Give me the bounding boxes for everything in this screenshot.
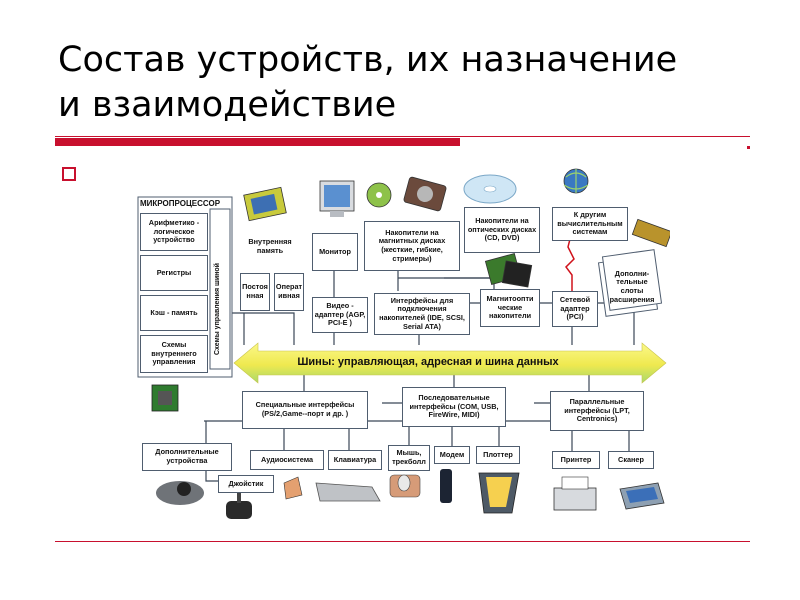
plotter-icon — [478, 472, 520, 514]
modem-icon — [440, 469, 452, 503]
pc-architecture-diagram: МИКРОПРОЦЕССОР Схемы управления шиной Ар… — [134, 163, 670, 537]
cpu-bus-control-label: Схемы управления шиной — [214, 263, 221, 355]
expansion-slots-icon — [597, 249, 663, 317]
printer-icon — [553, 476, 597, 511]
title-line-1: Состав устройств, их назначение — [58, 40, 678, 80]
globe-network-icon — [563, 168, 589, 194]
serial-interfaces-box: Последовательные интерфейсы (COM, USB, F… — [402, 387, 506, 427]
drive-interfaces-box: Интерфейсы для подключения накопителей (… — [374, 293, 470, 335]
internal-memory: Внутренняя память — [238, 229, 302, 265]
magnetic-drives-box: Накопители на магнитных дисках (жесткие,… — [364, 221, 460, 271]
cpu-bus-control-box — [209, 208, 231, 370]
video-adapter-box: Видео - адаптер (AGP, PCI-E ) — [312, 297, 368, 333]
title-underline-thin — [55, 136, 750, 137]
additional-devices-box: Дополнительные устройства — [142, 443, 232, 471]
bottom-divider — [55, 541, 750, 542]
keyboard-box: Клавиатура — [328, 450, 382, 470]
cpu-alu: Арифметико - логическое устройство — [140, 213, 208, 251]
title-underline-bar — [55, 138, 460, 146]
slide-title: Состав устройств, их назначение и взаимо… — [58, 38, 778, 128]
monitor-icon — [319, 180, 355, 217]
optical-drives-box: Накопители на оптических дисках (CD, DVD… — [464, 207, 540, 253]
modem-box: Модем — [434, 446, 470, 464]
computer-case-icon — [243, 186, 287, 222]
microchip-icon — [151, 384, 179, 412]
magneto-optical-box: Магнитоопти ческие накопители — [480, 289, 540, 327]
parallel-interfaces-box: Параллельные интерфейсы (LPT, Centronics… — [550, 391, 644, 431]
other-systems-box: К другим вычислительным системам — [552, 207, 628, 241]
mouse-box: Мышь, трекболл — [388, 445, 430, 471]
system-bus-label: Шины: управляющая, адресная и шина данны… — [297, 356, 559, 368]
disk-icon — [366, 182, 392, 208]
cd-icon — [463, 174, 517, 204]
speaker-icon — [283, 476, 303, 500]
monitor-box: Монитор — [312, 233, 358, 271]
keyboard-icon — [315, 482, 381, 502]
audio-box: Аудиосистема — [250, 450, 324, 470]
floppy-disk-icon — [484, 253, 533, 288]
plotter-box: Плоттер — [476, 446, 520, 464]
system-bus-arrow — [233, 342, 667, 384]
network-card-icon — [631, 218, 670, 248]
joystick-box: Джойстик — [218, 475, 274, 493]
cpu-label: МИКРОПРОЦЕССОР — [140, 199, 221, 208]
scanner-box: Сканер — [608, 451, 654, 469]
printer-box: Принтер — [552, 451, 600, 469]
title-line-2: и взаимодействие — [58, 85, 397, 125]
ram-box: Операт ивная — [274, 273, 304, 311]
mouse-icon — [389, 474, 421, 498]
special-interfaces-box: Специальные интерфейсы (PS/2,Game--порт … — [242, 391, 368, 429]
connector-memory-split — [212, 312, 295, 345]
scanner-icon — [619, 482, 665, 510]
title-underline-tick — [747, 146, 750, 149]
rom-box: Постоя нная — [240, 273, 270, 311]
hard-drive-icon — [403, 176, 447, 212]
cpu-internal-control: Схемы внутреннего управления — [140, 335, 208, 373]
network-link-icon — [565, 230, 575, 297]
webcam-icon — [156, 481, 204, 505]
cpu-cache: Кэш - память — [140, 295, 208, 331]
expansion-slots-label: Дополни- тельные слоты расширения — [609, 268, 655, 304]
bullet-square-icon — [62, 167, 76, 181]
cpu-registers: Регистры — [140, 255, 208, 291]
network-adapter-box: Сетевой адаптер (PCI) — [552, 291, 598, 327]
